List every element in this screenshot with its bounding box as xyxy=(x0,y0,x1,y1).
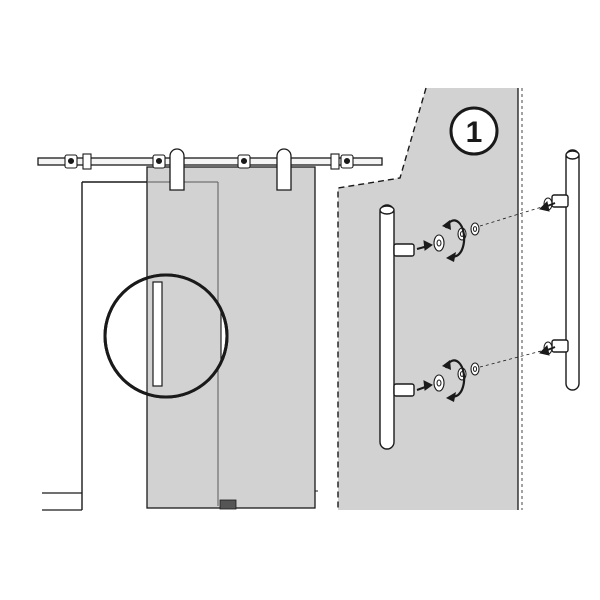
sliding-rail xyxy=(37,148,383,191)
step-badge: 1 xyxy=(449,106,499,156)
detail-panel: 1 xyxy=(337,87,600,510)
door-frame xyxy=(81,181,148,510)
roller-hanger xyxy=(169,148,292,191)
door-overview xyxy=(37,148,383,511)
insert-arrow-icon xyxy=(416,201,556,251)
step-number: 1 xyxy=(466,116,483,149)
handle-magnifier xyxy=(103,273,229,399)
washer xyxy=(436,366,478,387)
dashed-cut-edge xyxy=(337,87,427,510)
handle-bar-front xyxy=(379,204,415,450)
rail-bracket xyxy=(64,153,354,170)
insert-arrow-icon xyxy=(416,345,556,391)
rotate-arrow-icon xyxy=(442,219,466,262)
floor-stop xyxy=(219,499,237,510)
rotate-arrow-icon xyxy=(442,359,466,402)
handle-bar-back xyxy=(551,149,580,391)
fixing-assembly-bottom xyxy=(416,341,556,402)
fixing-assembly-top xyxy=(416,197,556,262)
